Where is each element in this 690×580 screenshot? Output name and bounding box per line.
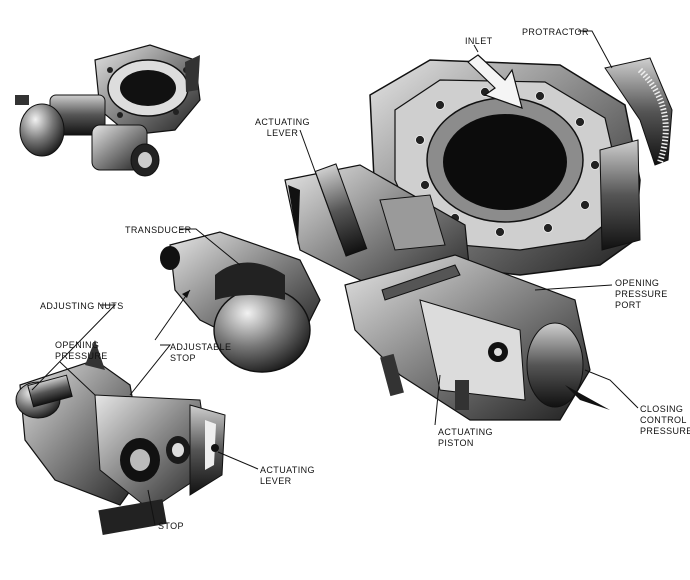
- closing-control-pressure-label: CLOSING CONTROL PRESSURE: [640, 404, 690, 437]
- actuating-piston-line2: PISTON: [438, 438, 474, 448]
- leader-lines: [31, 30, 639, 526]
- closing-control-pressure-line2: CONTROL: [640, 415, 687, 425]
- actuating-lever-bottom-line1: ACTUATING: [260, 465, 315, 475]
- opening-pressure-port-line3: PORT: [615, 300, 642, 310]
- actuating-lever-bottom-line2: LEVER: [260, 476, 292, 486]
- closing-control-pressure-line3: PRESSURE: [640, 426, 690, 436]
- actuating-lever-top-line2: LEVER: [266, 128, 299, 138]
- actuating-lever-top-line1: ACTUATING: [255, 117, 310, 127]
- adjustable-stop-label: ADJUSTABLE STOP: [170, 342, 231, 364]
- actuating-lever-top-label: ACTUATING LEVER: [255, 117, 310, 139]
- transducer-label: TRANSDUCER: [125, 225, 192, 235]
- opening-pressure-line2: PRESSURE: [55, 351, 108, 361]
- stop-label: STOP: [158, 521, 184, 531]
- protractor-part: [604, 57, 673, 166]
- opening-pressure-line1: OPENING: [55, 340, 100, 350]
- actuating-piston-label: ACTUATING PISTON: [438, 427, 493, 449]
- protractor-label: PROTRACTOR: [522, 27, 589, 37]
- adjustable-stop-line1: ADJUSTABLE: [170, 342, 232, 352]
- adjustable-stop-line2: STOP: [170, 353, 196, 363]
- actuator-linkage: [160, 163, 610, 421]
- adjustable-stop-assembly: [15, 340, 226, 536]
- closing-control-pressure-line1: CLOSING: [640, 404, 684, 414]
- small-assembled-valve-view: [15, 44, 201, 177]
- inlet-label: INLET: [465, 36, 493, 46]
- opening-pressure-port-line2: PRESSURE: [615, 289, 668, 299]
- opening-pressure-port-label: OPENING PRESSURE PORT: [615, 278, 668, 311]
- adjusting-nuts-label: ADJUSTING NUTS: [40, 301, 124, 311]
- actuating-lever-bottom-label: ACTUATING LEVER: [260, 465, 315, 487]
- opening-pressure-port-line1: OPENING: [615, 278, 660, 288]
- actuating-piston-line1: ACTUATING: [438, 427, 493, 437]
- opening-pressure-label: OPENING PRESSURE: [55, 340, 108, 362]
